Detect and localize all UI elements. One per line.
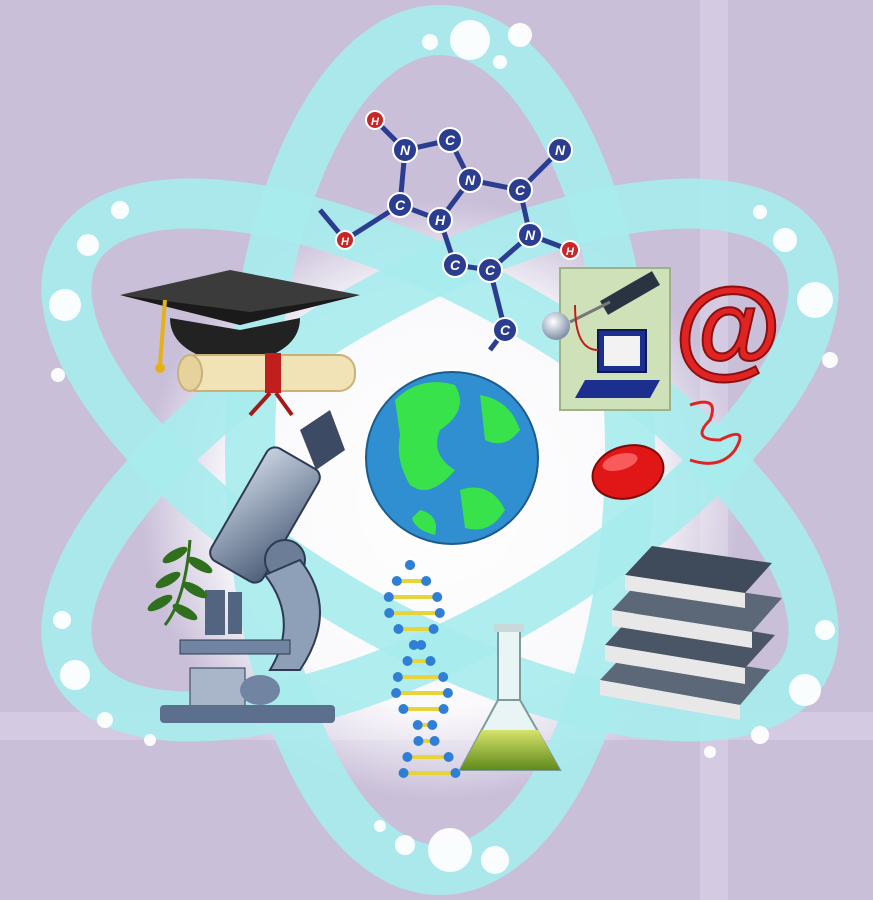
satellite-icon [542, 271, 660, 340]
atom-c [492, 317, 518, 343]
atom-label: H [566, 246, 575, 258]
computer-panel [542, 267, 671, 411]
atom-label: C [500, 322, 511, 338]
diploma-icon [177, 353, 356, 417]
atom-c [507, 177, 533, 203]
atom-c [437, 127, 463, 153]
plant-icon [147, 539, 213, 626]
atom-n [547, 137, 573, 163]
atom-label: N [400, 142, 411, 158]
atom-label: C [395, 197, 406, 213]
atom-label: H [371, 116, 380, 128]
atom-h [335, 230, 355, 250]
atom-n [392, 137, 418, 163]
atom-h [560, 240, 580, 260]
atom-h [365, 110, 385, 130]
globe-icon [365, 371, 539, 545]
atom-label: N [525, 227, 536, 243]
atom-label: C [515, 182, 526, 198]
atom-label: N [465, 172, 476, 188]
books-icon [600, 546, 782, 720]
flask-icon [458, 624, 562, 771]
atom-n [517, 222, 543, 248]
atom-label: H [435, 212, 446, 228]
atom-label: H [341, 236, 350, 248]
microscope-icon [160, 410, 345, 723]
atom-c [442, 252, 468, 278]
dna-icon [383, 560, 461, 778]
atom-c [477, 257, 503, 283]
atom-c [387, 192, 413, 218]
orbit-bubbles [49, 20, 838, 874]
atom-label: C [450, 257, 461, 273]
atom-h [427, 207, 453, 233]
mouse-icon [591, 444, 665, 500]
atom-label: N [555, 142, 566, 158]
atom-n [457, 167, 483, 193]
atom-label: C [485, 262, 496, 278]
email-icon: @ [673, 265, 783, 465]
email-symbol: @ [674, 266, 781, 389]
atom-label: C [445, 132, 456, 148]
